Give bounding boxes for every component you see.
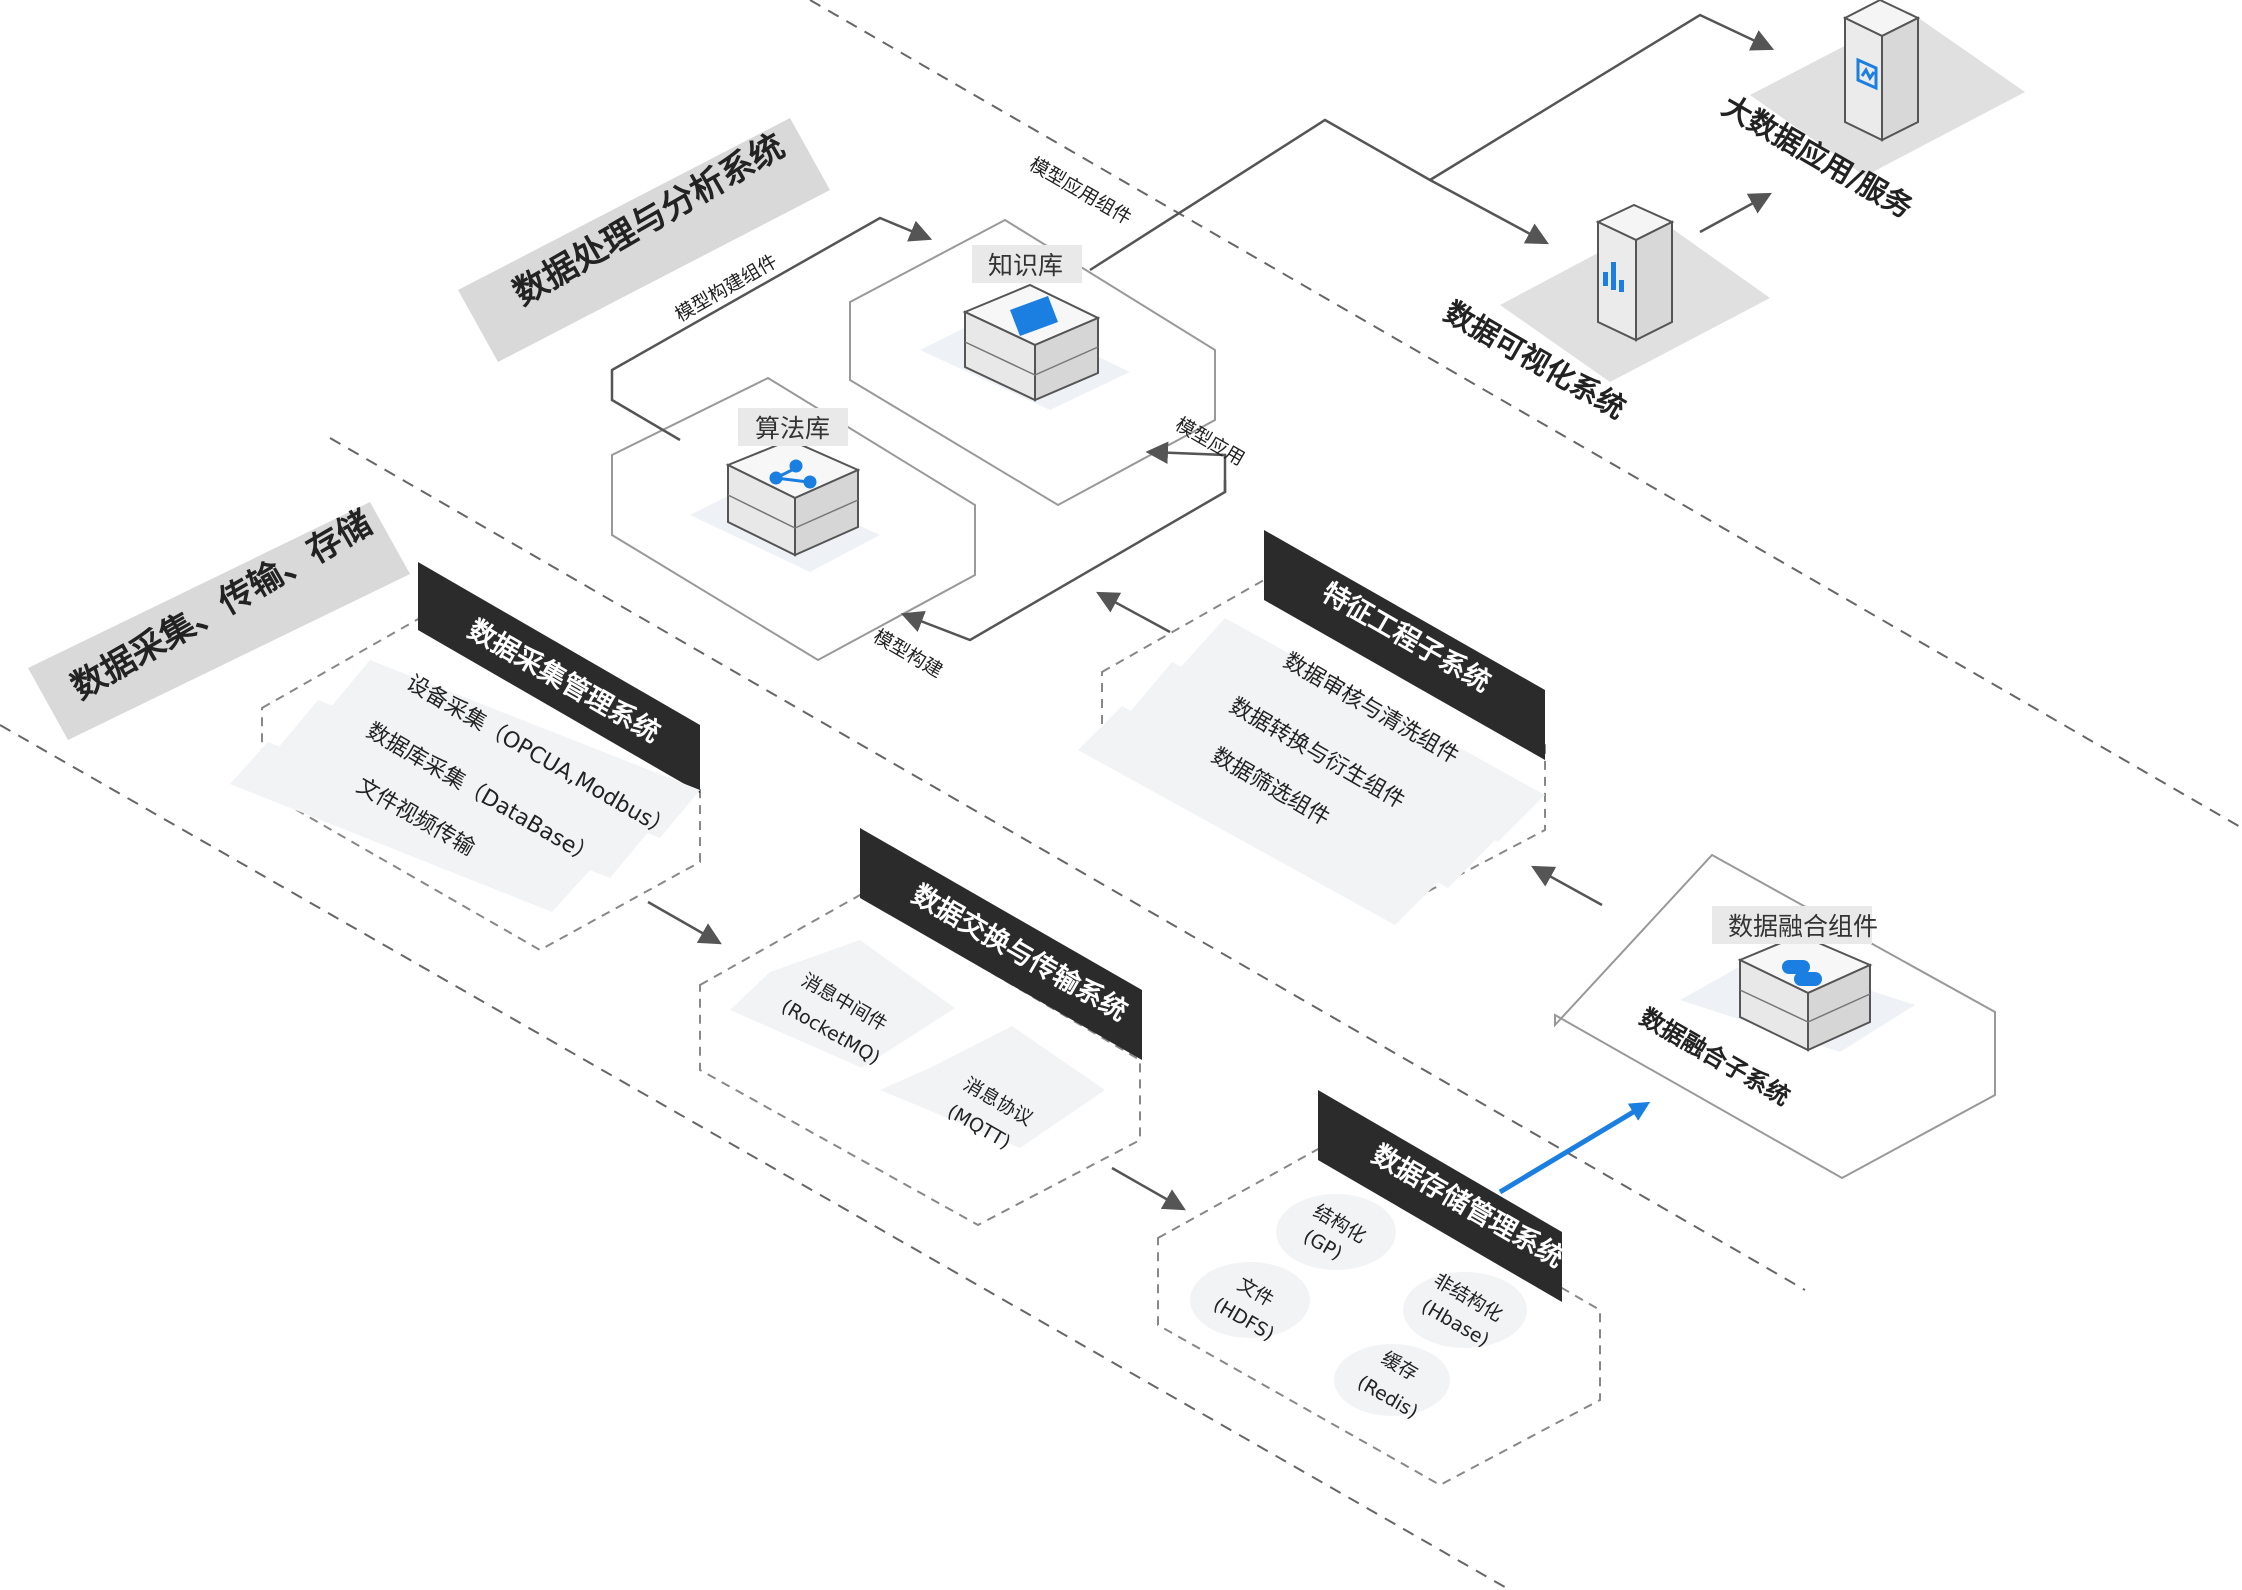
bigdata-server [1842, 0, 1921, 142]
viz-server [1595, 203, 1675, 342]
arrow-model-apply-component [1089, 118, 1549, 272]
storage-gp-bubble [1276, 1194, 1396, 1270]
arrow-exchange-to-storage [1111, 1166, 1186, 1211]
bigdata-system: 大数据应用/服务 [1717, 0, 2025, 225]
algorithm-icon [769, 459, 817, 489]
knowledge-base: 知识库 [849, 218, 1216, 507]
divider-top [809, 0, 2242, 829]
knowledge-label: 知识库 [988, 251, 1063, 280]
fusion-label: 数据融合组件 [1728, 912, 1878, 941]
flow-connectors [610, 13, 1775, 1211]
monitor-icon [1856, 57, 1878, 91]
arrow-viz-to-bigdata [1699, 192, 1772, 234]
exchange-system: 数据交换与传输系统 消息中间件 (RocketMQ) 消息协议 (MQTT) [699, 828, 1142, 1227]
knowledge-label-bg [972, 245, 1082, 283]
arrow-collect-to-exchange [647, 900, 722, 945]
algo-library: 算法库 [611, 376, 976, 662]
storage-system: 数据存储管理系统 结构化 (GP) 文件 (HDFS) 非结构化 (Hbase)… [1157, 1090, 1601, 1487]
storage-hdfs-bubble [1190, 1262, 1310, 1338]
arrow-to-bigdata [1429, 13, 1775, 182]
fusion-icon [1782, 960, 1822, 986]
arrow-storage-to-fusion [1498, 1101, 1651, 1195]
arrow-feature-to-algo [1096, 591, 1171, 634]
divider-bottom [0, 724, 1511, 1590]
storage-hbase-bubble [1403, 1272, 1527, 1348]
collection-system: 数据采集管理系统 设备采集（OPCUA,Modbus） 数据库采集（DataBa… [230, 562, 701, 952]
feature-system: 特征工程子系统 数据审核与清洗组件 数据转换与衍生组件 数据筛选组件 [1078, 530, 1546, 925]
divider-middle [329, 437, 1806, 1291]
fusion-label-bg [1712, 906, 1872, 944]
algo-label: 算法库 [755, 414, 830, 443]
knowledge-cube [962, 283, 1101, 402]
arrow-model-apply [1145, 441, 1227, 492]
bar-chart-icon [1603, 262, 1624, 292]
algo-cube [725, 438, 861, 557]
section-title-process: 数据处理与分析系统 [458, 118, 830, 362]
algo-label-bg [738, 408, 848, 446]
fusion-system: 数据融合组件 数据融合子系统 [1554, 853, 1996, 1180]
fusion-cube [1737, 933, 1873, 1052]
flow-label-build: 模型构建 [870, 625, 947, 682]
arrow-model-build-component [610, 216, 933, 442]
book-icon [1010, 296, 1058, 336]
arrow-fusion-to-feature [1531, 865, 1603, 907]
flow-label-apply-component: 模型应用组件 [1026, 153, 1136, 229]
storage-redis-bubble [1334, 1344, 1450, 1416]
